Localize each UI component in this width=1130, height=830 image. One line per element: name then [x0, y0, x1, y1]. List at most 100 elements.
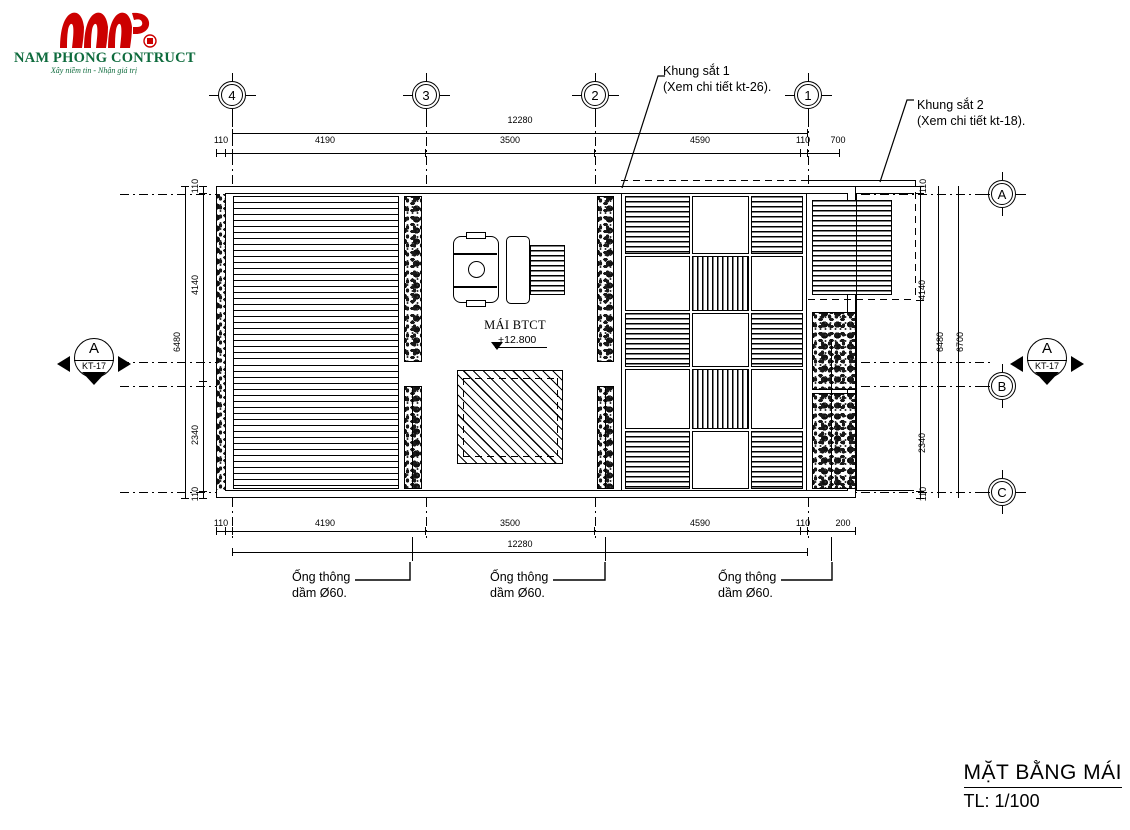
dim-tick [232, 527, 233, 535]
dim-top-4590: 4590 [689, 135, 711, 145]
pipe-line-1 [412, 386, 414, 489]
terrace-frame [621, 193, 807, 491]
dim-tick [225, 149, 226, 157]
dim-bottom-3500: 3500 [499, 518, 521, 528]
dim-tick [216, 149, 217, 157]
section-arrow-down-icon [1035, 372, 1059, 385]
grid-bubble-A-label: A [997, 186, 1007, 202]
water-tank-foot-top [466, 232, 486, 239]
tile-r1c1-frame [625, 196, 690, 254]
tile-r4c3 [751, 369, 803, 429]
tile-r5c2-frame [692, 431, 749, 489]
concrete-wall-left [217, 194, 225, 490]
tile-r3c3-frame [751, 313, 803, 367]
grid-tick-A-bottom [1001, 208, 1003, 216]
annotation-frame2-line1: Khung sắt 2 [917, 98, 984, 112]
stair-opening-inner-dash-bottom [463, 456, 557, 457]
section-marker-right[interactable]: A KT-17 [1010, 338, 1084, 392]
grid-tick-A-top [1001, 172, 1003, 180]
grid-bubble-1[interactable]: 1 [794, 81, 822, 109]
canopy-dash-bottom [808, 299, 916, 300]
concrete-column-a3 [404, 196, 422, 362]
stair-opening-inner-dash-right [557, 378, 558, 456]
solar-heater-panel [530, 245, 565, 295]
dim-right-6700-line [958, 186, 959, 498]
dim-bottom-4590: 4590 [689, 518, 711, 528]
dim-tick [181, 498, 189, 499]
grid-bubble-B[interactable]: B [988, 372, 1016, 400]
dim-left-overall: 6480 [172, 331, 182, 353]
tile-r2c3-frame [751, 256, 803, 311]
pipe-line-3 [831, 340, 833, 489]
dim-tick [916, 491, 924, 492]
dim-tick [594, 149, 595, 157]
grid-tick-2-left [572, 94, 582, 96]
dim-right-overall: 6480 [935, 331, 945, 353]
dim-right-outer: 6700 [955, 331, 965, 353]
section-marker-right-letter: A [1041, 340, 1052, 357]
grid-bubble-2-label: 2 [591, 87, 599, 103]
dim-top-110-right: 110 [795, 135, 811, 145]
pipe1-leader-stem [412, 537, 413, 561]
grid-tick-C-bottom [1001, 506, 1003, 514]
water-tank-stand [506, 236, 530, 304]
pipe-line-2 [605, 386, 607, 489]
dim-tick [916, 193, 924, 194]
grid-bubble-3-label: 3 [422, 87, 430, 103]
dim-bottom-110-left: 110 [213, 518, 229, 528]
section-arrow-down-icon [82, 372, 106, 385]
section-marker-right-sheet: KT-17 [1034, 361, 1059, 371]
dim-left-2340: 2340 [190, 424, 200, 446]
grid-tick-A-right [1016, 193, 1026, 195]
water-tank-band-top [453, 253, 497, 256]
title-block: MẶT BẰNG MÁI TL: 1/100 [963, 761, 1122, 812]
tile-r5c3 [751, 431, 803, 489]
dim-top-4190: 4190 [314, 135, 336, 145]
dim-tick [916, 300, 924, 301]
dim-left-110-bottom: 110 [190, 486, 200, 502]
level-symbol-icon [491, 342, 503, 350]
tile-r3c2 [692, 313, 749, 367]
right-edge-C [856, 490, 914, 492]
tile-r1c2 [692, 196, 749, 254]
tile-r4c2 [692, 369, 749, 429]
dim-tick [199, 193, 207, 194]
dim-tick [800, 149, 801, 157]
grid-tick-1-right [822, 94, 832, 96]
grid-tick-B-bottom [1001, 400, 1003, 408]
dim-tick [800, 527, 801, 535]
grid-bubble-C[interactable]: C [988, 478, 1016, 506]
leader-line-frame2 [879, 99, 914, 183]
section-marker-left[interactable]: A KT-17 [57, 338, 131, 392]
dim-top-overall: 12280 [507, 115, 533, 125]
steel-frame-2-canopy [812, 200, 892, 295]
grid-bubble-A[interactable]: A [988, 180, 1016, 208]
grid-tick-C-top [1001, 470, 1003, 478]
dim-top-overall-line [232, 133, 808, 134]
grid-tick-2-top [594, 73, 596, 82]
dim-tick [216, 527, 217, 535]
grid-bubble-1-label: 1 [804, 87, 812, 103]
company-logo: NAM PHONG CONTRUCT Xây niềm tin - Nhận g… [14, 10, 195, 76]
grid-bubble-4[interactable]: 4 [218, 81, 246, 109]
dim-bottom-4190: 4190 [314, 518, 336, 528]
concrete-wall-right-lower-frame [812, 393, 856, 489]
dim-top-3500: 3500 [499, 135, 521, 145]
dim-tick [199, 498, 207, 499]
grid-tick-3-top [425, 73, 427, 82]
annotation-pipe3-line1: Ống thông [718, 570, 777, 584]
grid-bubble-2[interactable]: 2 [581, 81, 609, 109]
right-edge-A [856, 193, 914, 195]
section-marker-left-letter: A [88, 340, 99, 357]
grid-bubble-3[interactable]: 3 [412, 81, 440, 109]
leader-line-pipe3 [781, 562, 833, 581]
grid-tick-2-bottom [594, 109, 596, 118]
dim-tick [425, 149, 426, 157]
pipe3-leader-stem [831, 537, 832, 561]
section-arrow-right-icon [118, 356, 131, 372]
annotation-pipe3-line2: dầm Ø60. [718, 586, 773, 600]
dim-tick [199, 381, 207, 382]
leader-line-pipe2 [553, 562, 606, 581]
dim-right-4140: 4140 [917, 279, 927, 301]
section-arrow-left-icon [1010, 356, 1023, 372]
